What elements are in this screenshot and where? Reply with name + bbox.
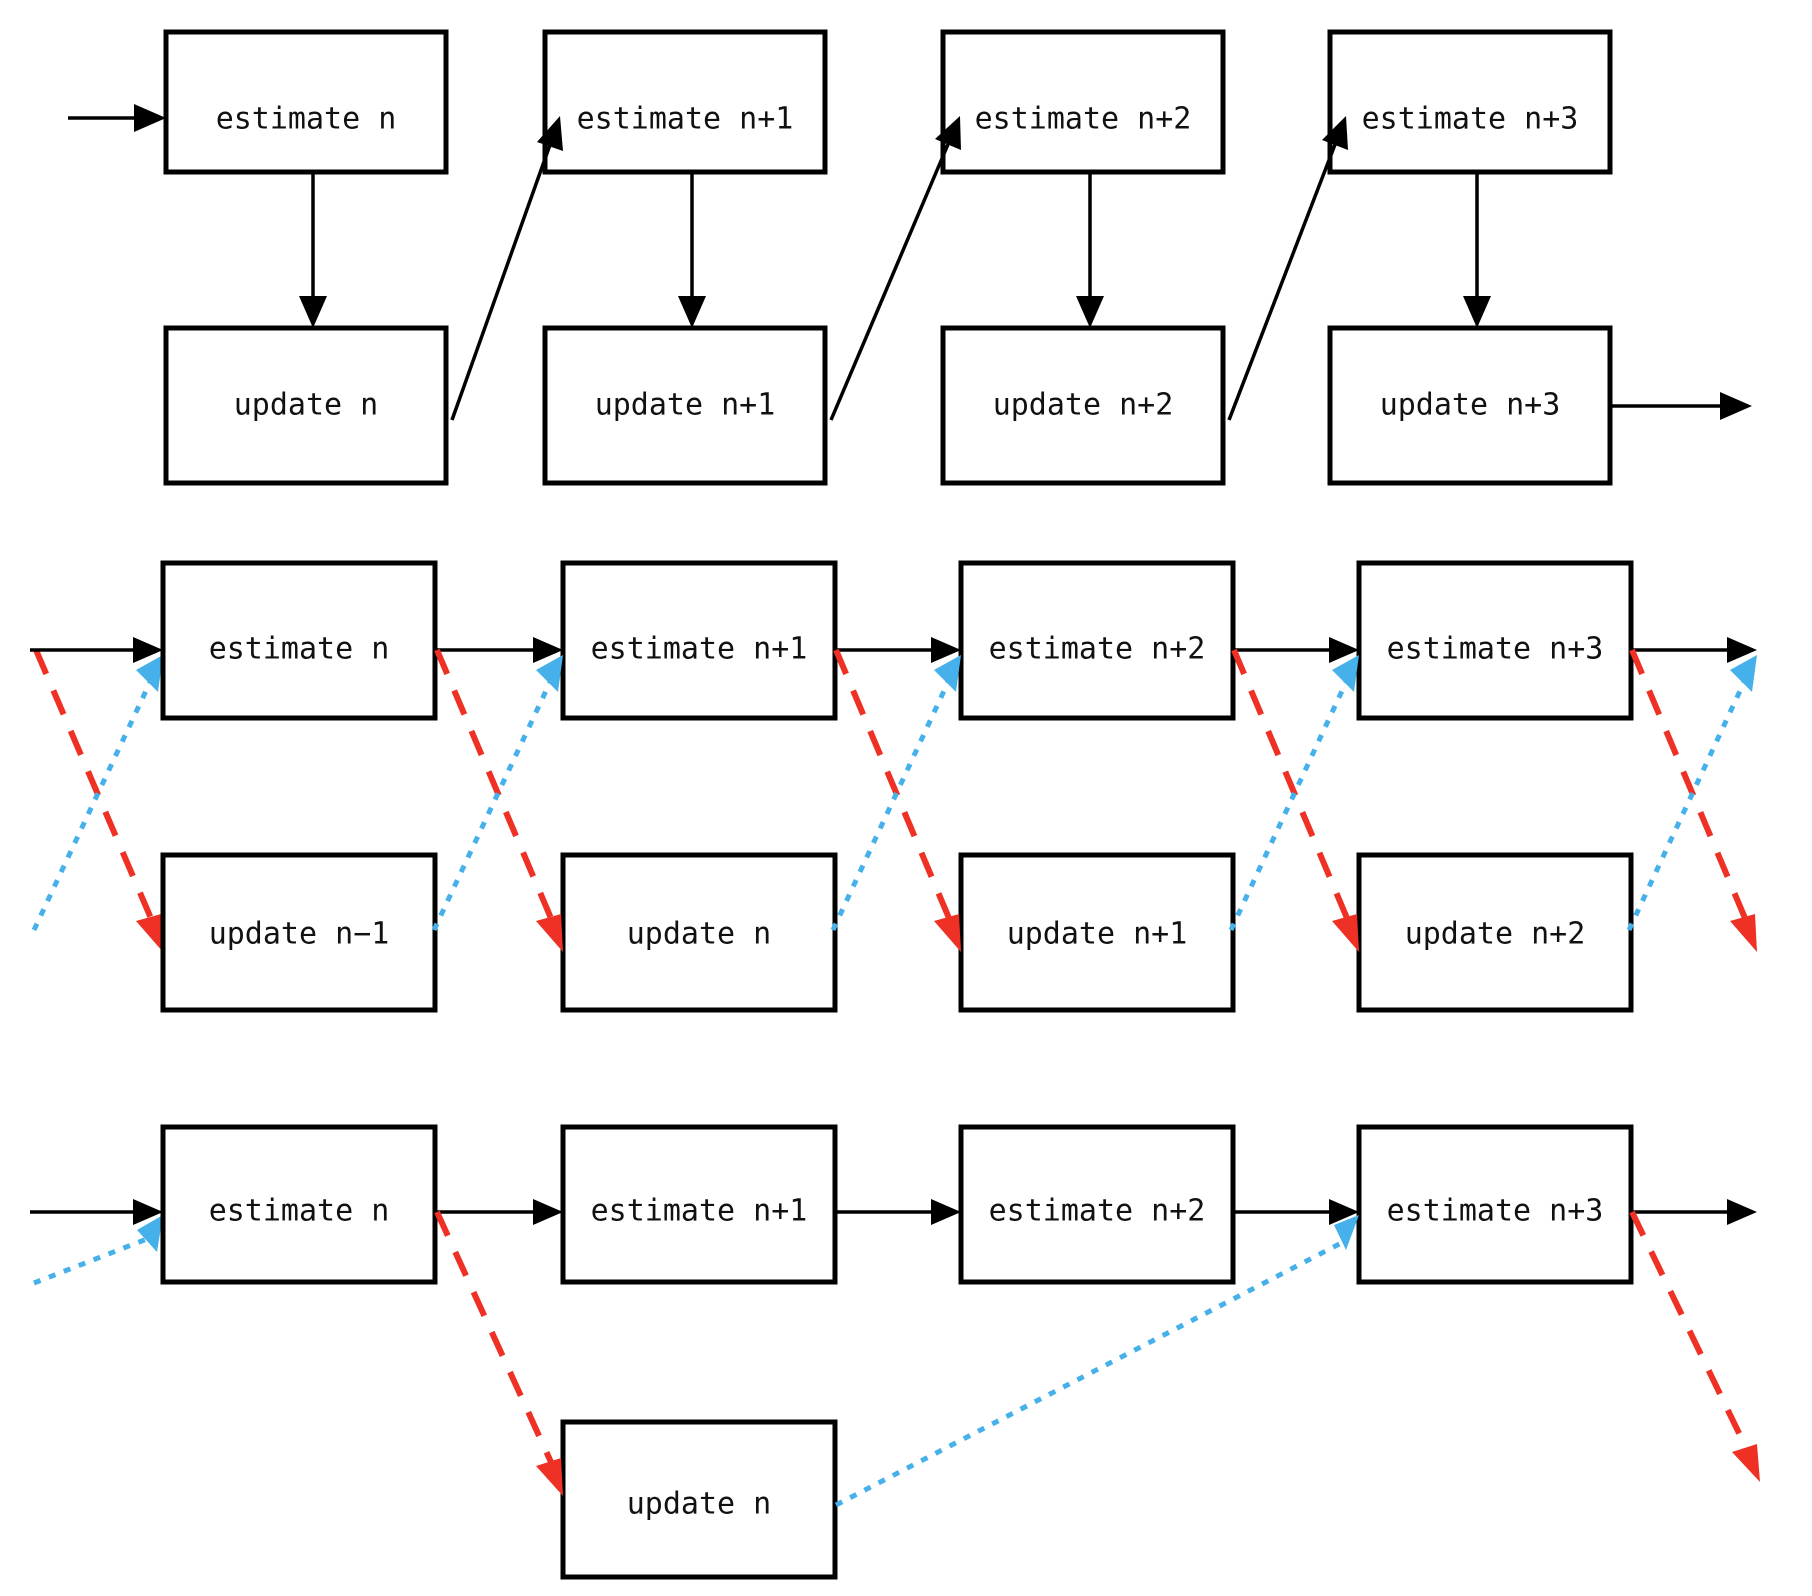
r3-est-n2-label: estimate n+2	[989, 1194, 1206, 1229]
r2-est-n2-label: estimate n+2	[989, 632, 1206, 667]
r2-blue-edge-upd-n2-out	[1626, 655, 1757, 932]
r1-edge-est-n2-to-upd-n2	[1076, 172, 1104, 328]
r3-est-n3-label: estimate n+3	[1387, 1194, 1604, 1229]
r2-node-estimate-n2[interactable]: estimate n+2	[958, 560, 1236, 721]
r2-upd-n2-label: update n+2	[1405, 917, 1586, 952]
r2-edge-est-n2-to-n3	[1233, 637, 1359, 663]
r2-edge-est-n3-out	[1631, 637, 1757, 663]
r3-est-n1-label: estimate n+1	[591, 1194, 808, 1229]
r3-red-edge-est-n-to-upd-n	[434, 1210, 563, 1496]
r1-node-update-n3[interactable]: update n+3	[1327, 325, 1613, 486]
r3-blue-edge-in	[33, 1215, 163, 1286]
r2-red-edge-est-n3-out	[1629, 648, 1757, 952]
r1-node-update-n[interactable]: update n	[163, 325, 449, 486]
row2-input-arrow	[30, 637, 163, 663]
r2-est-n1-label: estimate n+1	[591, 632, 808, 667]
row-2-group: estimate n estimate n+1 estimate n+2 est…	[30, 560, 1757, 1013]
r1-node-update-n1[interactable]: update n+1	[542, 325, 828, 486]
r2-blue-edge-upd-n-to-est-n2	[830, 655, 961, 932]
r3-edge-est-n3-out	[1631, 1199, 1757, 1225]
r3-node-estimate-n[interactable]: estimate n	[160, 1124, 438, 1285]
r2-node-estimate-n3[interactable]: estimate n+3	[1356, 560, 1634, 721]
r2-blue-edge-upd-nm1-to-est-n1	[431, 655, 563, 932]
r2-node-update-n2[interactable]: update n+2	[1356, 852, 1634, 1013]
r1-est-n3-label: estimate n+3	[1362, 102, 1579, 137]
r1-edge-est-n3-to-upd-n3	[1463, 172, 1491, 328]
r2-node-update-n1[interactable]: update n+1	[958, 852, 1236, 1013]
row-1-group: estimate n estimate n+1 estimate n+2 est…	[68, 29, 1752, 486]
r1-edge-upd-n1-to-est-n2	[829, 116, 961, 421]
row3-input-arrow	[30, 1199, 163, 1225]
r3-edge-est-n1-to-n2	[835, 1199, 961, 1225]
r1-est-n-label: estimate n	[216, 102, 397, 137]
r2-node-estimate-n1[interactable]: estimate n+1	[560, 560, 838, 721]
r2-upd-n-label: update n	[627, 917, 772, 952]
r3-node-estimate-n1[interactable]: estimate n+1	[560, 1124, 838, 1285]
r1-upd-n3-label: update n+3	[1380, 388, 1561, 423]
r1-edge-upd-n-to-est-n1	[450, 116, 563, 421]
r2-est-n3-label: estimate n+3	[1387, 632, 1604, 667]
r1-est-n1-label: estimate n+1	[577, 102, 794, 137]
r2-blue-edge-upd-n1-to-est-n3	[1228, 655, 1359, 932]
r1-node-estimate-n1[interactable]: estimate n+1	[542, 29, 828, 175]
r1-est-n2-label: estimate n+2	[975, 102, 1192, 137]
r1-node-estimate-n2[interactable]: estimate n+2	[940, 29, 1226, 175]
r2-red-edge-est-n2-to-upd-n2	[1231, 648, 1359, 952]
r1-node-estimate-n3[interactable]: estimate n+3	[1327, 29, 1613, 175]
r3-upd-n-label: update n	[627, 1487, 772, 1522]
row1-input-arrow	[68, 104, 166, 132]
r3-edge-est-n-to-n1	[435, 1199, 563, 1225]
r2-edge-est-n1-to-n2	[835, 637, 961, 663]
r3-node-update-n[interactable]: update n	[560, 1419, 838, 1580]
r2-red-edge-in	[33, 648, 163, 952]
r2-node-update-nm1[interactable]: update n−1	[160, 852, 438, 1013]
r1-edge-est-n-to-upd-n	[299, 172, 327, 328]
row-3-group: estimate n estimate n+1 estimate n+2 est…	[30, 1124, 1760, 1580]
row1-output-arrow	[1610, 392, 1752, 420]
r1-node-update-n2[interactable]: update n+2	[940, 325, 1226, 486]
r3-edge-est-n2-to-n3	[1233, 1199, 1359, 1225]
r3-blue-edge-upd-n-to-est-n3	[834, 1215, 1359, 1508]
r1-edge-est-n1-to-upd-n1	[678, 172, 706, 328]
r2-red-edge-est-n1-to-upd-n1	[833, 648, 961, 952]
r1-upd-n-label: update n	[234, 388, 379, 423]
r2-node-update-n[interactable]: update n	[560, 852, 838, 1013]
r1-upd-n2-label: update n+2	[993, 388, 1174, 423]
r1-node-estimate-n[interactable]: estimate n	[163, 29, 449, 175]
r2-node-estimate-n[interactable]: estimate n	[160, 560, 438, 721]
r3-node-estimate-n3[interactable]: estimate n+3	[1356, 1124, 1634, 1285]
r2-upd-n1-label: update n+1	[1007, 917, 1188, 952]
r2-red-edge-est-n-to-upd-n	[434, 648, 563, 952]
r2-est-n-label: estimate n	[209, 632, 390, 667]
r2-upd-nm1-label: update n−1	[209, 917, 390, 952]
r1-upd-n1-label: update n+1	[595, 388, 776, 423]
r3-node-estimate-n2[interactable]: estimate n+2	[958, 1124, 1236, 1285]
r2-edge-est-n-to-n1	[435, 637, 563, 663]
r3-red-edge-est-n3-out	[1629, 1210, 1760, 1482]
r1-edge-upd-n2-to-est-n3	[1227, 116, 1348, 421]
r2-blue-edge-in	[31, 655, 163, 932]
r3-est-n-label: estimate n	[209, 1194, 390, 1229]
